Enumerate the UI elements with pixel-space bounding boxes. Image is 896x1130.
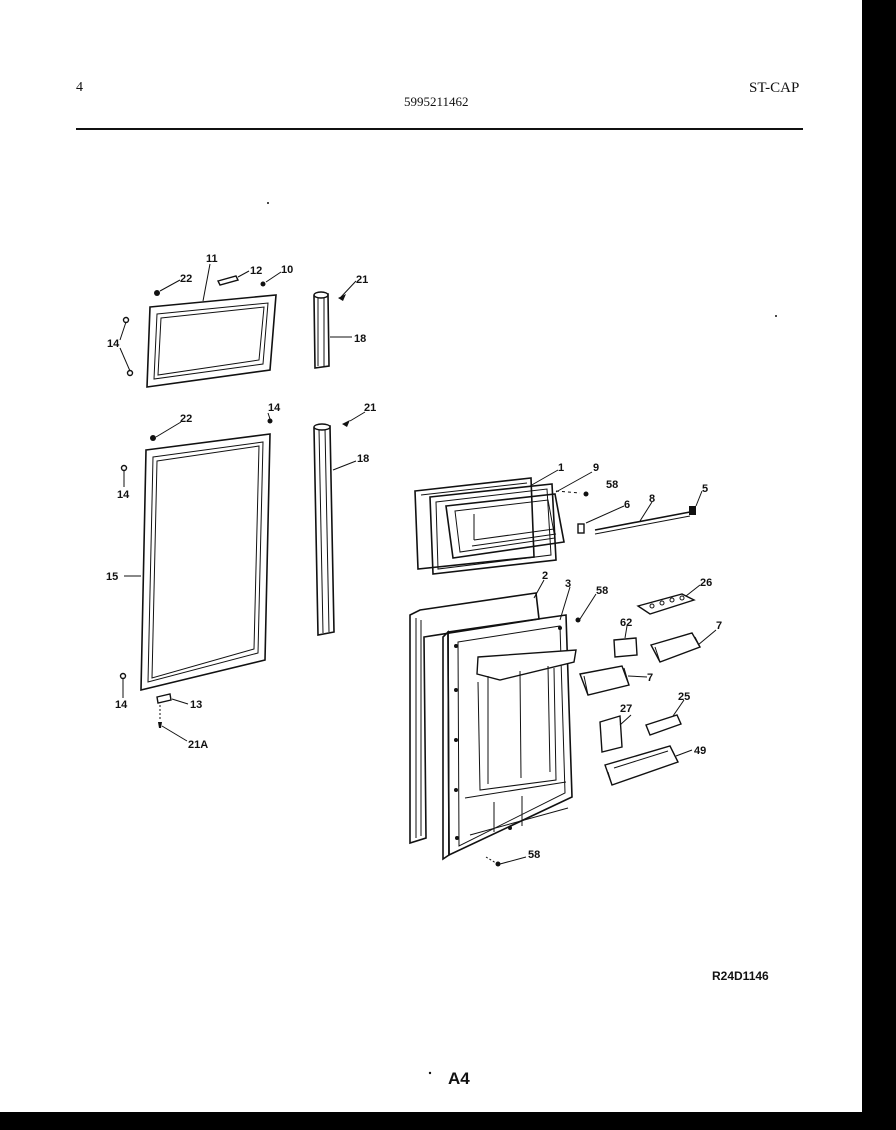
callout-label: 15 <box>106 571 118 583</box>
callout-label: 26 <box>700 577 712 589</box>
hinge-pin-14d <box>120 464 128 472</box>
callout-label: 58 <box>606 479 618 491</box>
callout-label: 9 <box>593 462 599 474</box>
shelf-25 <box>645 714 682 736</box>
screw-21b <box>342 420 350 427</box>
callout-label: 18 <box>357 453 369 465</box>
brand-code: ST-CAP <box>749 80 800 96</box>
callout-label: 7 <box>716 620 722 632</box>
callout-label: 58 <box>596 585 608 597</box>
screw-21a <box>338 294 346 301</box>
page-number: 4 <box>76 80 83 95</box>
callout-label: 21 <box>356 274 368 286</box>
screw-21-a <box>158 722 162 728</box>
screw-58a <box>583 491 589 497</box>
hinge-pin-14e <box>119 672 127 680</box>
shelf-rod-8 <box>594 511 691 531</box>
screw-22b <box>150 435 156 441</box>
parts-diagram-sheet: 4 5995211462 ST-CAP <box>0 0 862 1112</box>
dairy-bin-7a <box>649 632 702 663</box>
screw-22a <box>154 290 160 296</box>
divider-27 <box>599 715 623 753</box>
callout-label: 21A <box>188 739 208 751</box>
callout-label: 14 <box>115 699 128 711</box>
callout-label: 14 <box>117 489 130 501</box>
dairy-bin-7b <box>579 665 630 696</box>
callout-label: 1 <box>558 462 564 474</box>
model-number: 5995211462 <box>404 94 469 109</box>
hinge-pin-14b <box>126 369 134 377</box>
dash-58a <box>555 490 581 494</box>
screw-10 <box>260 281 266 287</box>
callout-label: 2 <box>542 570 548 582</box>
dash-58c <box>485 856 497 864</box>
callout-label: 8 <box>649 493 655 505</box>
callout-label: 6 <box>624 499 630 511</box>
callout-label: 14 <box>107 338 120 350</box>
callout-label: 10 <box>281 264 293 276</box>
callout-label: 18 <box>354 333 366 345</box>
callout-label: 5 <box>702 483 708 495</box>
callout-label: 49 <box>694 745 706 757</box>
screw-58c <box>495 861 501 867</box>
egg-tray-26 <box>636 593 696 615</box>
callout-label: 3 <box>565 578 571 590</box>
callout-label: 12 <box>250 265 262 277</box>
callout-label: 58 <box>528 849 540 861</box>
screw-58b <box>575 617 581 623</box>
freezer-door-assembly <box>414 477 565 575</box>
exploded-parts-drawing: 22 11 12 10 21 14 18 22 14 21 18 14 15 1… <box>106 202 777 1088</box>
callout-label: 14 <box>268 402 281 414</box>
part-6 <box>577 523 585 534</box>
page-label: A4 <box>448 1069 470 1088</box>
callout-label: 22 <box>180 413 192 425</box>
freezer-handle <box>313 291 330 369</box>
diagram-id: R24D1146 <box>712 969 769 983</box>
hinge-pin-14a <box>122 316 130 324</box>
callout-label: 22 <box>180 273 192 285</box>
leader-lines <box>119 263 717 865</box>
callout-label: 27 <box>620 703 632 715</box>
screw-14c <box>267 418 273 424</box>
end-cap-5 <box>689 506 696 515</box>
callout-label: 25 <box>678 691 690 703</box>
callout-label: 13 <box>190 699 202 711</box>
part-13 <box>156 693 172 704</box>
fresh-food-door-assembly <box>409 592 577 861</box>
freezer-gasket <box>146 294 277 388</box>
callout-labels: 22 11 12 10 21 14 18 22 14 21 18 14 15 1… <box>106 253 722 861</box>
callout-label: 11 <box>206 253 218 265</box>
door-bin-49 <box>604 745 679 786</box>
fresh-food-gasket <box>140 433 271 692</box>
callout-label: 7 <box>647 672 653 684</box>
dairy-door-62 <box>613 637 638 658</box>
part-12 <box>216 275 240 286</box>
header-rule <box>76 128 803 130</box>
callout-label: 62 <box>620 617 632 629</box>
fresh-food-handle <box>313 423 335 636</box>
callout-label: 21 <box>364 402 376 414</box>
